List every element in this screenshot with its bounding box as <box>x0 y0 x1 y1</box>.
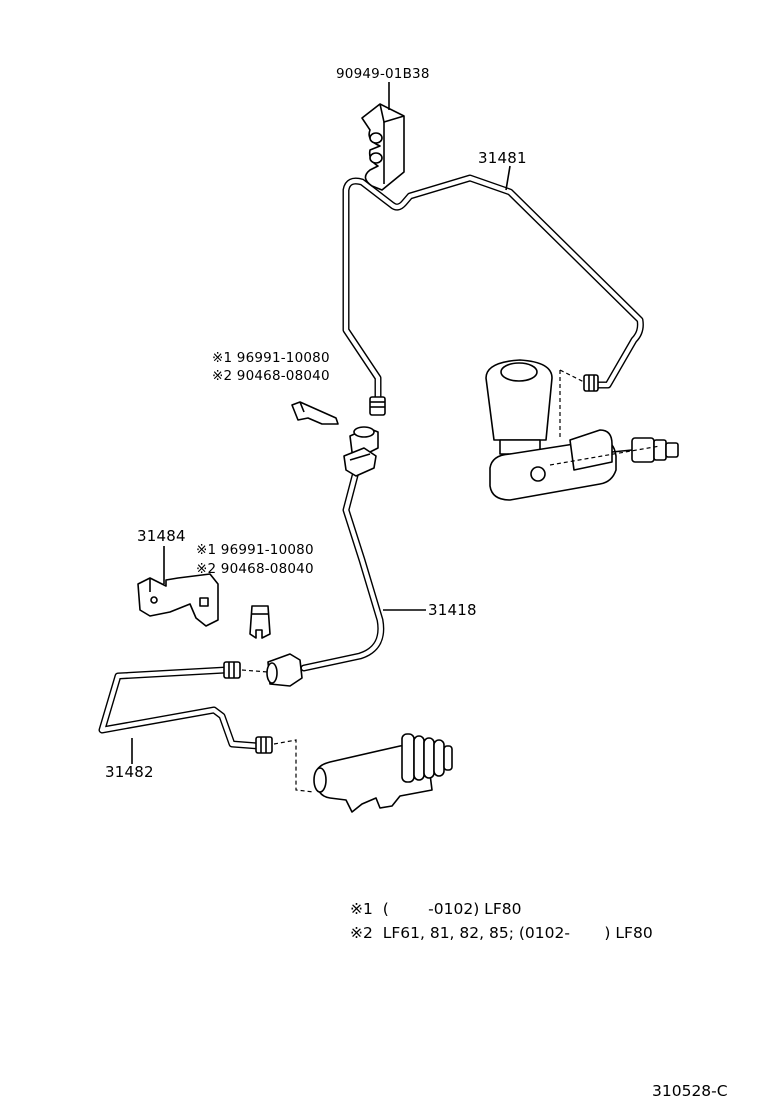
label-clip-b-line2: ※2 90468-08040 <box>196 561 314 577</box>
label-clip-a-line2: ※2 90468-08040 <box>212 368 330 384</box>
leader-lines <box>131 82 511 764</box>
footnote-1: ※1 ( -0102) LF80 <box>350 900 522 918</box>
label-hose: 31418 <box>428 601 477 619</box>
master-cylinder <box>485 359 679 501</box>
flexible-hose-31418 <box>266 426 385 687</box>
clip-a <box>291 401 339 425</box>
clutch-tube-31481 <box>342 174 644 416</box>
label-tube-lower: 31482 <box>105 763 154 781</box>
clip-b <box>249 605 271 639</box>
label-clip-a-line1: ※1 96991-10080 <box>212 350 330 366</box>
label-clamp: 90949-01B38 <box>336 66 430 82</box>
label-tube-upper: 31481 <box>478 149 527 167</box>
label-bracket: 31484 <box>137 527 186 545</box>
bracket-31484 <box>137 573 219 627</box>
diagram-code: 310528-C <box>652 1082 728 1100</box>
clamp-90949-01b38 <box>361 103 405 191</box>
label-clip-b-line1: ※1 96991-10080 <box>196 542 314 558</box>
release-cylinder <box>313 733 453 813</box>
clutch-tube-31482 <box>98 661 315 793</box>
footnote-2: ※2 LF61, 81, 82, 85; (0102- ) LF80 <box>350 924 653 942</box>
